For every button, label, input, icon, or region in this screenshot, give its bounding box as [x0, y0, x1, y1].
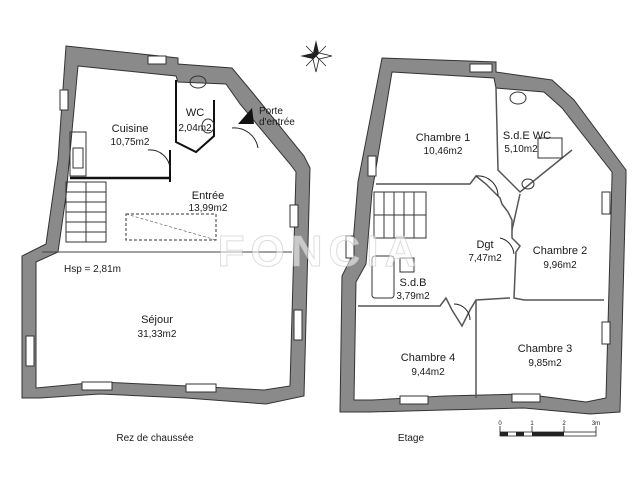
upper-floor-caption: Etage [398, 433, 425, 444]
upper-floor-plan [339, 57, 627, 415]
room-area: 7,47m2 [468, 253, 502, 264]
scale-tick: 2 [562, 421, 566, 427]
corridor-walls [376, 174, 604, 301]
room-area: 9,96m2 [543, 260, 577, 271]
scale-tick: 1 [530, 421, 534, 427]
room-name: Entrée [192, 190, 224, 202]
upper-stairs [373, 191, 427, 239]
ground-floor-outer-wall [21, 45, 311, 405]
entry-closet [125, 213, 217, 241]
room-area: 9,85m2 [528, 358, 562, 369]
ground-floor-plan [21, 45, 311, 405]
room-name: Chambre 3 [518, 343, 572, 355]
room-area: 31,33m2 [138, 329, 177, 340]
kitchen-counter [69, 131, 87, 177]
kitchen-door [147, 149, 171, 171]
window [345, 235, 355, 259]
window [147, 55, 167, 65]
scale-tick: 0 [498, 421, 502, 427]
room-name: Dgt [476, 239, 493, 251]
compass-rose-icon [300, 40, 333, 73]
window [289, 204, 299, 228]
door [499, 237, 515, 255]
room-name: Chambre 2 [533, 245, 587, 257]
room-area: 13,99m2 [189, 203, 228, 214]
shower [537, 137, 563, 159]
room-area: 3,79m2 [396, 291, 430, 302]
upper-floor-outer-wall [339, 57, 627, 415]
room-name: S.d.E WC [503, 130, 551, 142]
room-area: 10,75m2 [111, 137, 150, 148]
sink [399, 257, 415, 273]
window [59, 89, 69, 111]
watermark: FONCIA [218, 227, 423, 276]
entry-door [231, 127, 259, 149]
room-name: S.d.B [400, 277, 427, 289]
entry-door-label: d'entrée [259, 117, 295, 128]
kitchen-sink [72, 147, 84, 169]
window [601, 191, 611, 215]
room-area: 2,04m2 [178, 123, 212, 134]
ceiling-height: Hsp = 2,81m [64, 264, 121, 275]
window [293, 309, 303, 341]
window [25, 335, 35, 367]
room-name: Cuisine [112, 123, 149, 135]
room-area: 9,44m2 [411, 367, 445, 378]
room-name: Chambre 4 [401, 352, 455, 364]
window [367, 155, 377, 177]
entry-door-label: Porte [259, 106, 283, 117]
room-name: Séjour [141, 314, 173, 326]
ground-floor-caption: Rez de chaussée [116, 433, 194, 444]
room-area: 10,46m2 [424, 146, 463, 157]
window [399, 395, 429, 405]
scale-bar [499, 426, 597, 437]
bathtub [371, 255, 395, 299]
room-name: Chambre 1 [416, 132, 470, 144]
ground-stairs [65, 181, 107, 243]
toilet [509, 91, 527, 105]
door [453, 303, 471, 321]
sink [521, 178, 535, 190]
window [185, 383, 217, 393]
window [601, 321, 611, 345]
wc-sink [201, 118, 215, 134]
scale-tick: 3m [592, 421, 600, 427]
window [469, 63, 493, 73]
room-area: 5,10m2 [504, 144, 538, 155]
room-name: WC [186, 107, 204, 119]
door [475, 175, 499, 197]
wc-toilet [189, 75, 207, 89]
entry-arrow-icon [238, 108, 254, 124]
window [81, 381, 113, 391]
window [511, 393, 541, 403]
